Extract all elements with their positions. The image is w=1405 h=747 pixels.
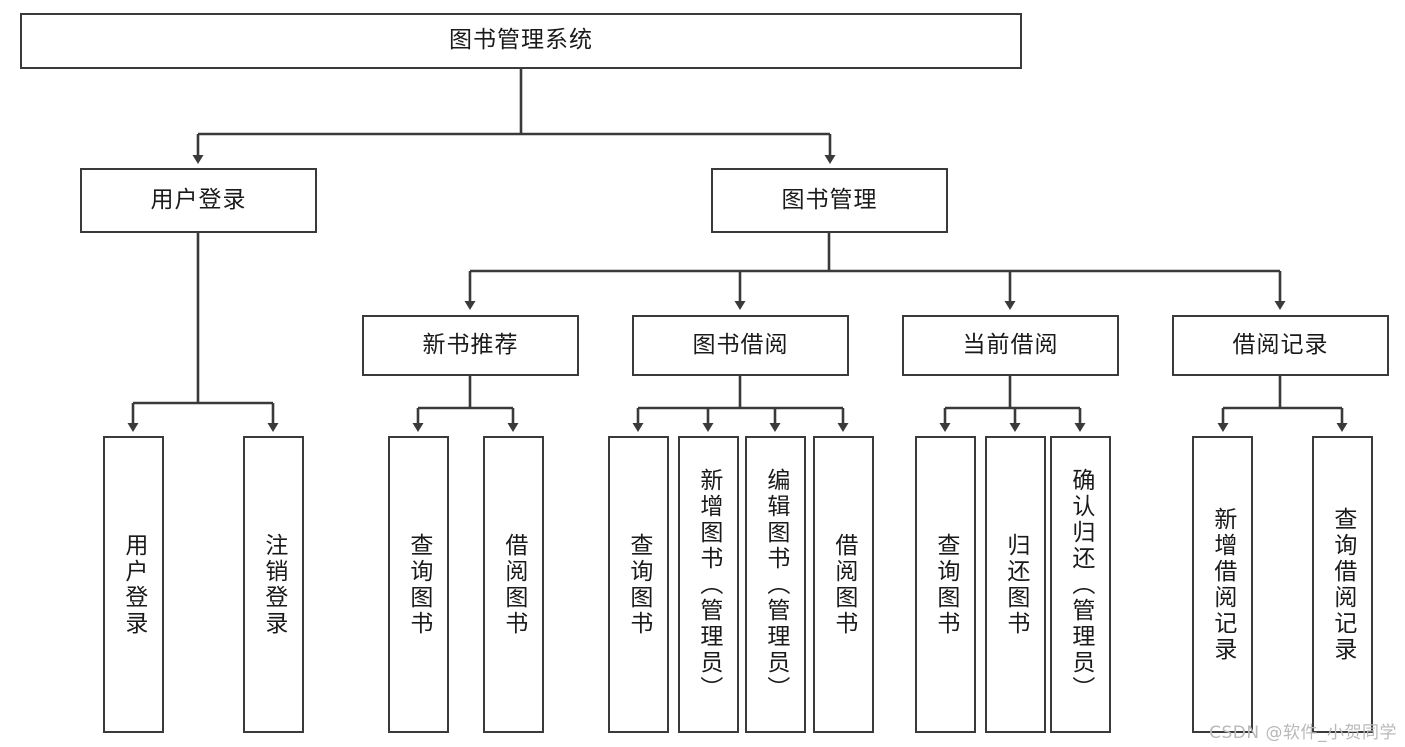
node-new-book-recommend[interactable]: 新书推荐 bbox=[362, 315, 579, 376]
node-label: 图书借阅 bbox=[692, 331, 789, 358]
node-root-system[interactable]: 图书管理系统 bbox=[20, 13, 1022, 69]
leaf-book-borrow-edit[interactable]: 编辑图书（管理员） bbox=[745, 436, 806, 733]
node-label: 新增图书（管理员） bbox=[695, 467, 722, 702]
leaf-new-book-query[interactable]: 查询图书 bbox=[388, 436, 449, 733]
leaf-user-login-logout[interactable]: 注销登录 bbox=[243, 436, 304, 733]
node-label: 借阅图书 bbox=[830, 532, 857, 637]
node-label: 查询图书 bbox=[405, 532, 432, 637]
leaf-borrow-record-query[interactable]: 查询借阅记录 bbox=[1312, 436, 1373, 733]
node-label: 借阅图书 bbox=[500, 532, 527, 637]
node-label: 查询图书 bbox=[625, 532, 652, 637]
node-book-management[interactable]: 图书管理 bbox=[711, 168, 948, 233]
node-label: 确认归还（管理员） bbox=[1067, 467, 1094, 702]
leaf-current-borrow-return[interactable]: 归还图书 bbox=[985, 436, 1046, 733]
node-label: 查询借阅记录 bbox=[1329, 506, 1356, 663]
node-label: 当前借阅 bbox=[962, 331, 1059, 358]
node-label: 用户登录 bbox=[120, 532, 147, 637]
leaf-book-borrow-lend[interactable]: 借阅图书 bbox=[813, 436, 874, 733]
node-label: 用户登录 bbox=[150, 186, 247, 213]
node-book-borrow[interactable]: 图书借阅 bbox=[632, 315, 849, 376]
leaf-book-borrow-add[interactable]: 新增图书（管理员） bbox=[678, 436, 739, 733]
watermark-text: CSDN @软件_小贺同学 bbox=[1209, 723, 1397, 743]
node-label: 新增借阅记录 bbox=[1209, 506, 1236, 663]
node-current-borrow[interactable]: 当前借阅 bbox=[902, 315, 1119, 376]
node-label: 借阅记录 bbox=[1232, 331, 1329, 358]
node-label: 归还图书 bbox=[1002, 532, 1029, 637]
leaf-new-book-borrow[interactable]: 借阅图书 bbox=[483, 436, 544, 733]
node-label: 编辑图书（管理员） bbox=[762, 467, 789, 702]
node-label: 查询图书 bbox=[932, 532, 959, 637]
node-label: 图书管理系统 bbox=[449, 27, 593, 54]
leaf-user-login-login[interactable]: 用户登录 bbox=[103, 436, 164, 733]
node-borrow-record[interactable]: 借阅记录 bbox=[1172, 315, 1389, 376]
node-label: 注销登录 bbox=[260, 532, 287, 637]
node-label: 图书管理 bbox=[781, 186, 878, 213]
leaf-current-borrow-confirm-return[interactable]: 确认归还（管理员） bbox=[1050, 436, 1111, 733]
leaf-borrow-record-add[interactable]: 新增借阅记录 bbox=[1192, 436, 1253, 733]
leaf-current-borrow-query[interactable]: 查询图书 bbox=[915, 436, 976, 733]
leaf-book-borrow-query[interactable]: 查询图书 bbox=[608, 436, 669, 733]
node-user-login[interactable]: 用户登录 bbox=[80, 168, 317, 233]
node-label: 新书推荐 bbox=[422, 331, 519, 358]
